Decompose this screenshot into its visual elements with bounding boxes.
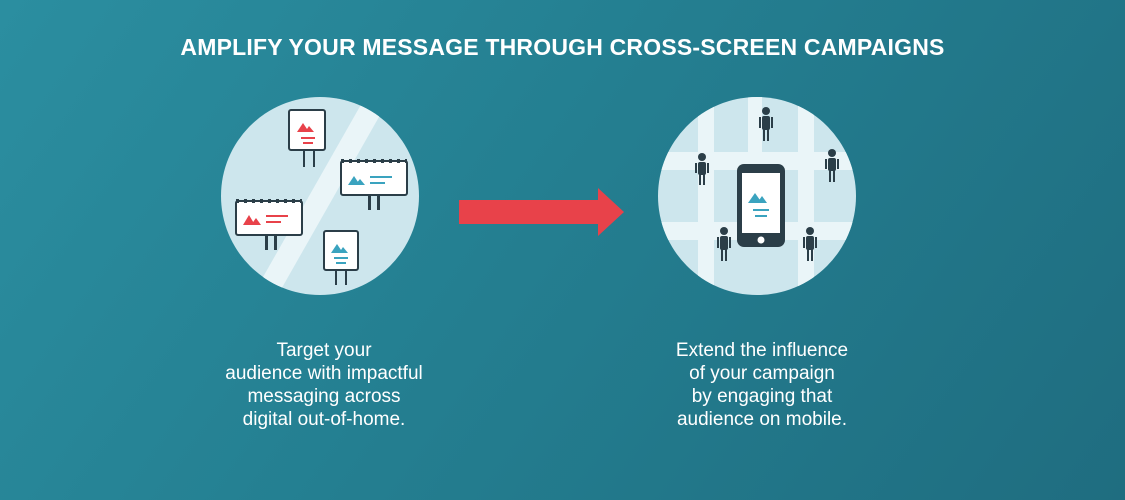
person-icon-top: [759, 107, 773, 141]
right-caption-line: by engaging that: [691, 386, 833, 407]
left-caption-line: Target your: [276, 340, 372, 361]
billboard-left: [235, 199, 303, 250]
left-caption-line: audience with impactful: [225, 363, 423, 384]
person-icons: [695, 107, 839, 261]
digital-billboards-illustration: [221, 97, 419, 295]
left-caption: Target your audience with impactful mess…: [174, 339, 474, 431]
right-caption-line: audience on mobile.: [676, 409, 848, 430]
person-icon-bottom-left: [717, 227, 731, 261]
right-caption-line: Extend the influence: [675, 340, 849, 361]
left-caption-line: digital out-of-home.: [242, 409, 406, 430]
right-caption-line: of your campaign: [689, 363, 835, 384]
smartphone-icon: [737, 164, 785, 247]
billboard-bottom: [323, 230, 359, 285]
right-caption: Extend the influence of your campaign by…: [612, 339, 912, 431]
person-icon-left: [695, 153, 709, 185]
billboard-right: [340, 159, 408, 210]
right-arrow-icon: [459, 188, 624, 236]
left-caption-line: messaging across: [247, 386, 401, 407]
headline: AMPLIFY YOUR MESSAGE THROUGH CROSS-SCREE…: [180, 34, 945, 60]
person-icon-right: [825, 149, 839, 182]
person-icon-bottom-right: [803, 227, 817, 261]
billboard-top: [288, 109, 326, 167]
mobile-audience-illustration: [658, 97, 856, 295]
